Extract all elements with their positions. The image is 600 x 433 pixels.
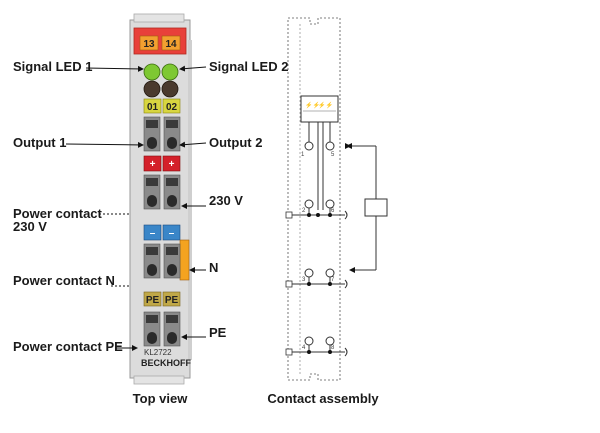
label-output-2: Output 2 (209, 135, 262, 150)
brand-label: BECKHOFF (141, 358, 191, 368)
signal-led-1 (143, 63, 161, 81)
label-n: N (209, 260, 218, 275)
signal-led-2 (161, 63, 179, 81)
arrow-output-1 (65, 141, 144, 148)
channel-label-13: 13 (143, 39, 155, 50)
contact-2 (304, 199, 314, 209)
minus-label-2: – (169, 228, 175, 239)
pe-label-1: PE (146, 295, 160, 306)
svg-text:⚡⚡: ⚡⚡ (318, 101, 333, 109)
contact-num-3: 3 (302, 277, 306, 283)
clamp-row-3 (143, 243, 181, 279)
label-signal-led-1: Signal LED 1 (13, 59, 92, 74)
side-tab (179, 239, 190, 281)
terminal-top-view: 13 14 01 02 + + (129, 13, 192, 385)
contact-num-8: 8 (331, 345, 335, 351)
contact-5 (325, 141, 335, 151)
model-label: KL2722 (144, 348, 172, 357)
contact-num-6: 6 (331, 208, 335, 214)
contact-6 (325, 199, 335, 209)
status-led-3 (143, 80, 161, 98)
clamp-row-4 (143, 311, 181, 347)
label-power-contact-pe: Power contact PE (13, 339, 123, 354)
pe-label-2: PE (165, 295, 179, 306)
contact-8 (325, 336, 335, 346)
contact-num-7: 7 (331, 277, 335, 283)
label-power-contact-230-voltage: 230 V (13, 219, 47, 234)
led-label-02: 02 (166, 102, 178, 113)
label-power-contact-n: Power contact N (13, 273, 115, 288)
minus-label-1: – (150, 228, 156, 239)
plus-label-1: + (150, 159, 156, 170)
contact-num-4: 4 (302, 345, 306, 351)
led-label-01: 01 (147, 102, 159, 113)
contact-3 (304, 268, 314, 278)
label-signal-led-2: Signal LED 2 (209, 59, 288, 74)
contact-4 (304, 336, 314, 346)
contact-num-5: 5 (331, 152, 335, 158)
arrow-signal-led-1 (85, 65, 144, 72)
svg-text:⚡⚡: ⚡⚡ (305, 101, 320, 109)
plus-label-2: + (169, 159, 175, 170)
label-power-contact-230: Power contact (13, 206, 103, 221)
status-led-4 (161, 80, 179, 98)
clamp-row-1 (143, 116, 181, 152)
caption-contact-assembly: Contact assembly (267, 391, 379, 406)
arrow-signal-led-2 (179, 65, 207, 72)
contact-7 (325, 268, 335, 278)
contact-assembly: ⚡⚡ ⚡⚡ 1 5 2 6 3 7 (285, 17, 388, 381)
contact-1 (304, 141, 314, 151)
clamp-row-2 (143, 174, 181, 210)
label-pe: PE (209, 325, 227, 340)
load-box (364, 198, 388, 217)
channel-label-14: 14 (165, 39, 177, 50)
label-230v: 230 V (209, 193, 243, 208)
label-output-1: Output 1 (13, 135, 66, 150)
contact-num-1: 1 (301, 152, 305, 158)
arrow-output-2 (179, 141, 207, 148)
relay-box (300, 95, 339, 123)
caption-top-view: Top view (133, 391, 189, 406)
contact-num-2: 2 (302, 208, 306, 214)
